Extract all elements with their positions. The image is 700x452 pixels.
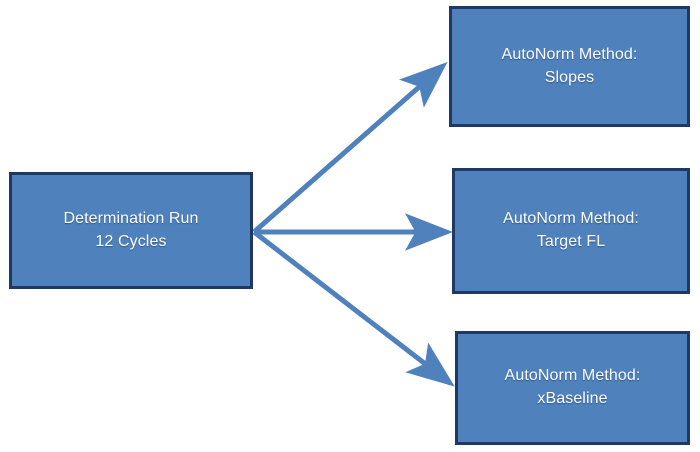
connector-source-to-slopes bbox=[252, 62, 448, 234]
node-determination-run[interactable]: Determination Run 12 Cycles bbox=[9, 172, 253, 289]
node-determination-run-label: Determination Run 12 Cycles bbox=[63, 209, 199, 250]
node-autonorm-xbaseline[interactable]: AutoNorm Method: xBaseline bbox=[455, 331, 690, 445]
node-autonorm-slopes-label: AutoNorm Method: Slopes bbox=[501, 45, 638, 86]
connector-source-to-xbaseline bbox=[252, 230, 455, 387]
node-autonorm-slopes[interactable]: AutoNorm Method: Slopes bbox=[449, 6, 690, 127]
node-autonorm-target-fl-label: AutoNorm Method: Target FL bbox=[503, 210, 639, 250]
node-autonorm-target-fl[interactable]: AutoNorm Method: Target FL bbox=[452, 168, 690, 294]
node-autonorm-xbaseline-label: AutoNorm Method: xBaseline bbox=[504, 367, 641, 407]
